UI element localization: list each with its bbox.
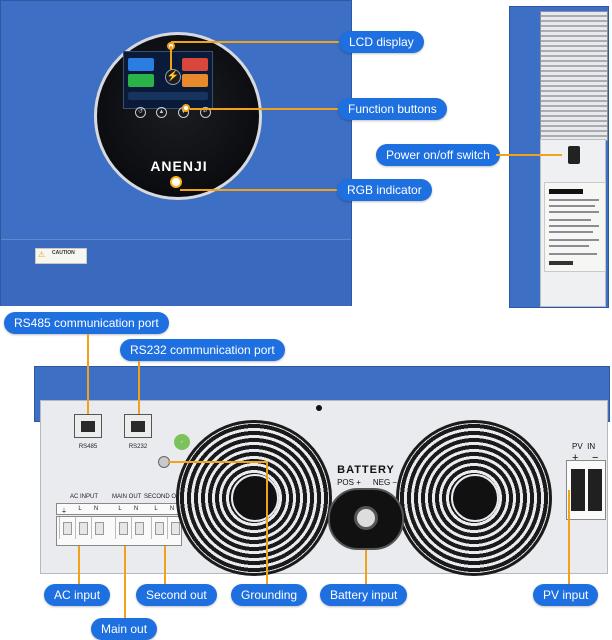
terminal-labels-row: ⏚ L N L N L N [56,503,182,515]
second-out-callout: Second out [136,584,217,606]
ac-input-leader-v [78,546,80,584]
function-button-1[interactable]: ↺ [135,107,146,118]
battery-label: BATTERY [337,464,395,476]
second-out-leader-v [164,546,166,584]
main-out-header: MAIN OUT [112,494,142,500]
function-button-up[interactable]: ▲ [156,107,167,118]
second-l-label: L [154,506,158,512]
rs232-port-label: RS232 [128,444,148,450]
grounding-leader-v [266,461,268,584]
rs232-callout: RS232 communication port [120,339,285,361]
second-n-label: N [169,506,175,512]
pv-in-label: PV IN [572,442,596,451]
buttons-leader-h [190,108,338,110]
rgb-leader-h [180,189,337,191]
chassis-screw [316,405,322,411]
fan-hub-right [451,474,499,522]
rs485-leader-v [87,334,89,414]
spec-label [544,182,606,272]
fan-hub-left [231,474,279,522]
battery-input-callout: Battery input [320,584,408,606]
brand-logo: ANENJI [150,158,208,174]
ac-input-callout: AC input [44,584,111,606]
pv-input-callout: PV input [533,584,599,606]
ac-n-label: N [93,506,99,512]
lightning-icon: ⚡ [165,69,181,85]
main-l-label: L [118,506,122,512]
ac-input-header: AC INPUT [70,494,99,500]
grounding-leader-h [168,461,268,463]
ac-terminal-block[interactable] [56,516,182,546]
rs485-port[interactable] [74,414,102,438]
rgb-indicator-callout: RGB indicator [337,179,432,201]
lcd-display-callout: LCD display [339,31,424,53]
ground-symbol: ⏚ [60,509,67,515]
caution-text: CAUTION [52,250,75,256]
power-switch[interactable] [568,146,580,164]
pv-leader-v [568,490,570,584]
power-leader-h [496,154,562,156]
pv-minus-label: − [592,452,599,464]
pv-input-terminal[interactable] [566,460,606,520]
side-vent-grille [540,11,608,141]
second-out-header: SECOND OUT [144,494,185,500]
caution-sticker: ⚠ CAUTION [35,248,87,264]
function-buttons-callout: Function buttons [338,98,447,120]
hi-pot-sticker: ✓ [174,434,190,450]
ac-l-label: L [78,506,82,512]
pv-plus-label: + [572,452,579,464]
rs485-callout: RS485 communication port [4,312,169,334]
main-n-label: N [133,506,139,512]
lcd-leader-v [170,46,172,70]
battery-pos-label: POS + [337,478,361,487]
grounding-callout: Grounding [231,584,308,606]
rs232-leader-v [138,361,140,414]
function-button-enter[interactable]: ↵ [200,107,211,118]
battery-neg-label: NEG − [372,478,398,487]
rs232-port[interactable] [124,414,152,438]
rgb-indicator-led [170,176,182,188]
buttons-callout-dot [182,104,190,112]
battery-connector-hole [354,506,378,530]
main-out-callout: Main out [91,618,158,640]
lcd-leader-h [171,41,339,43]
warning-icon: ⚠ [38,250,46,259]
battery-leader-v [365,550,367,584]
power-switch-callout: Power on/off switch [376,144,500,166]
main-out-leader-v [124,546,126,618]
rs485-port-label: RS485 [78,444,98,450]
